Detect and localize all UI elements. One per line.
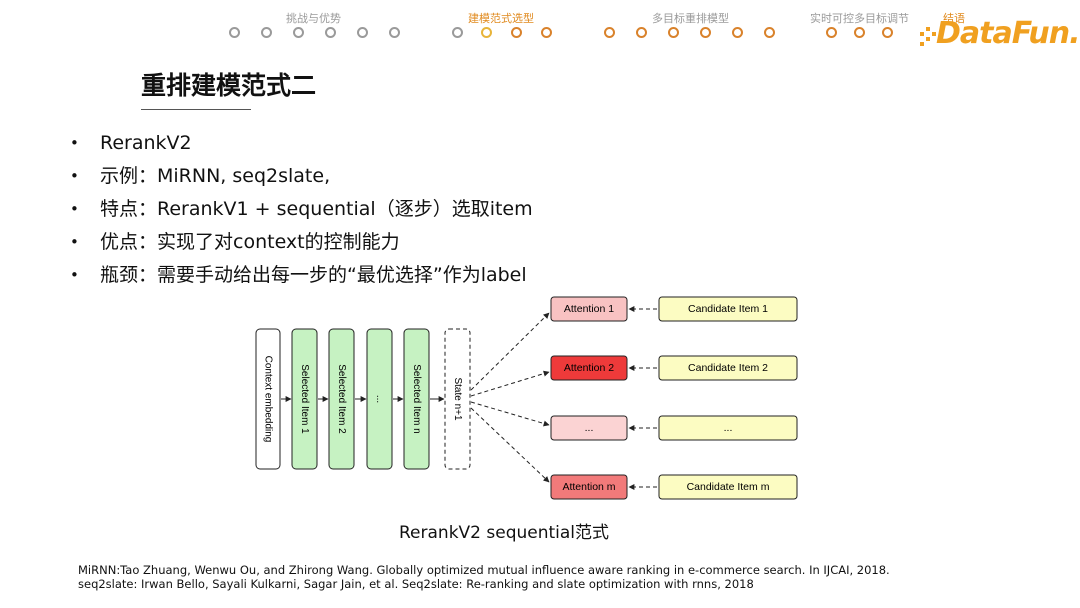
datafun-logo-mark xyxy=(920,27,936,46)
attention-label: ... xyxy=(585,422,594,434)
bullet-mark: • xyxy=(70,134,79,152)
attention-label: Attention m xyxy=(562,481,615,493)
progress-dot xyxy=(389,27,400,38)
bullet-item: • 优点：实现了对context的控制能力 xyxy=(70,226,533,259)
bullet-text: 优点：实现了对context的控制能力 xyxy=(100,231,400,253)
attention-box-m: Attention m xyxy=(550,474,628,500)
bullet-mark: • xyxy=(70,233,79,251)
progress-dot xyxy=(511,27,522,38)
nav-section-paradigm[interactable]: 建模范式选型 xyxy=(468,12,534,25)
bullet-mark: • xyxy=(70,266,79,284)
nav-section-conclusion[interactable]: 结语 xyxy=(943,12,965,25)
sequence-label: Selected Item n xyxy=(411,364,422,433)
state-to-attention-arrows xyxy=(470,312,550,483)
progress-dot xyxy=(882,27,893,38)
bullet-text: 特点：RerankV1 + sequential（逐步）选取item xyxy=(100,198,533,220)
progress-dot xyxy=(229,27,240,38)
arrow xyxy=(470,312,550,391)
progress-dot xyxy=(452,27,463,38)
candidate-label: Candidate Item 1 xyxy=(688,303,768,315)
attention-box-2: Attention 2 xyxy=(550,355,628,381)
progress-dot xyxy=(854,27,865,38)
bullet-list: • RerankV2 • 示例：MiRNN, seq2slate, • 特点：Rera… xyxy=(70,127,533,292)
attention-label: Attention 1 xyxy=(564,303,614,315)
attention-box-1: Attention 1 xyxy=(550,296,628,322)
sequence-box-ellipsis: ... xyxy=(366,328,393,470)
attention-label: Attention 2 xyxy=(564,362,614,374)
sequence-box-item-1: Selected Item 1 xyxy=(291,328,318,470)
state-label: State n+1 xyxy=(452,377,463,421)
progress-dot xyxy=(826,27,837,38)
progress-dot xyxy=(357,27,368,38)
title-underline xyxy=(141,109,251,110)
progress-dot-current xyxy=(481,27,492,38)
candidate-box-1: Candidate Item 1 xyxy=(658,296,798,322)
progress-dot xyxy=(636,27,647,38)
arrow xyxy=(470,370,550,397)
bullet-mark: • xyxy=(70,200,79,218)
diagram-caption: RerankV2 sequential范式 xyxy=(399,523,610,543)
progress-dot xyxy=(700,27,711,38)
candidate-label: Candidate Item 2 xyxy=(688,362,768,374)
progress-dot xyxy=(732,27,743,38)
progress-dot xyxy=(764,27,775,38)
sequence-label: Selected Item 1 xyxy=(299,364,310,434)
bullet-mark: • xyxy=(70,167,79,185)
sequence-box-item-n: Selected Item n xyxy=(403,328,430,470)
slide-title: 重排建模范式二 xyxy=(141,71,317,100)
reference-line: MiRNN:Tao Zhuang, Wenwu Ou, and Zhirong … xyxy=(78,563,890,577)
datafun-logo-text: DataFun. xyxy=(936,16,1080,51)
state-box: State n+1 xyxy=(444,328,471,470)
bullet-text: RerankV2 xyxy=(100,132,192,154)
sequence-label: Selected Item 2 xyxy=(336,364,347,434)
progress-dot xyxy=(541,27,552,38)
progress-dot xyxy=(261,27,272,38)
arrow xyxy=(470,401,550,427)
sequence-label: Context embedding xyxy=(262,356,273,443)
arrow xyxy=(470,407,550,483)
progress-dot xyxy=(668,27,679,38)
sequence-box-context: Context embedding xyxy=(255,328,281,470)
candidate-box-2: Candidate Item 2 xyxy=(658,355,798,381)
nav-section-realtime[interactable]: 实时可控多目标调节 xyxy=(810,12,909,25)
bullet-item: • 特点：RerankV1 + sequential（逐步）选取item xyxy=(70,193,533,226)
progress-dot xyxy=(325,27,336,38)
candidate-label: ... xyxy=(724,422,733,434)
candidate-box-ellipsis: ... xyxy=(658,415,798,441)
progress-dot xyxy=(293,27,304,38)
progress-dot xyxy=(604,27,615,38)
candidate-label: Candidate Item m xyxy=(687,481,770,493)
sequence-box-item-2: Selected Item 2 xyxy=(328,328,355,470)
references: MiRNN:Tao Zhuang, Wenwu Ou, and Zhirong … xyxy=(78,563,890,591)
attention-box-ellipsis: ... xyxy=(550,415,628,441)
bullet-item: • 示例：MiRNN, seq2slate, xyxy=(70,160,533,193)
bullet-text: 示例：MiRNN, seq2slate, xyxy=(100,165,331,187)
candidate-box-m: Candidate Item m xyxy=(658,474,798,500)
bullet-text: 瓶颈：需要手动给出每一步的“最优选择”作为label xyxy=(100,264,527,286)
nav-section-multiobjective[interactable]: 多目标重排模型 xyxy=(652,12,729,25)
bullet-item: • RerankV2 xyxy=(70,127,533,160)
candidate-to-attention-arrows xyxy=(628,306,657,490)
nav-section-challenges[interactable]: 挑战与优势 xyxy=(286,12,341,25)
reference-line: seq2slate: Irwan Bello, Sayali Kulkarni,… xyxy=(78,577,754,591)
sequence-label: ... xyxy=(374,395,385,403)
bullet-item: • 瓶颈：需要手动给出每一步的“最优选择”作为label xyxy=(70,259,533,292)
